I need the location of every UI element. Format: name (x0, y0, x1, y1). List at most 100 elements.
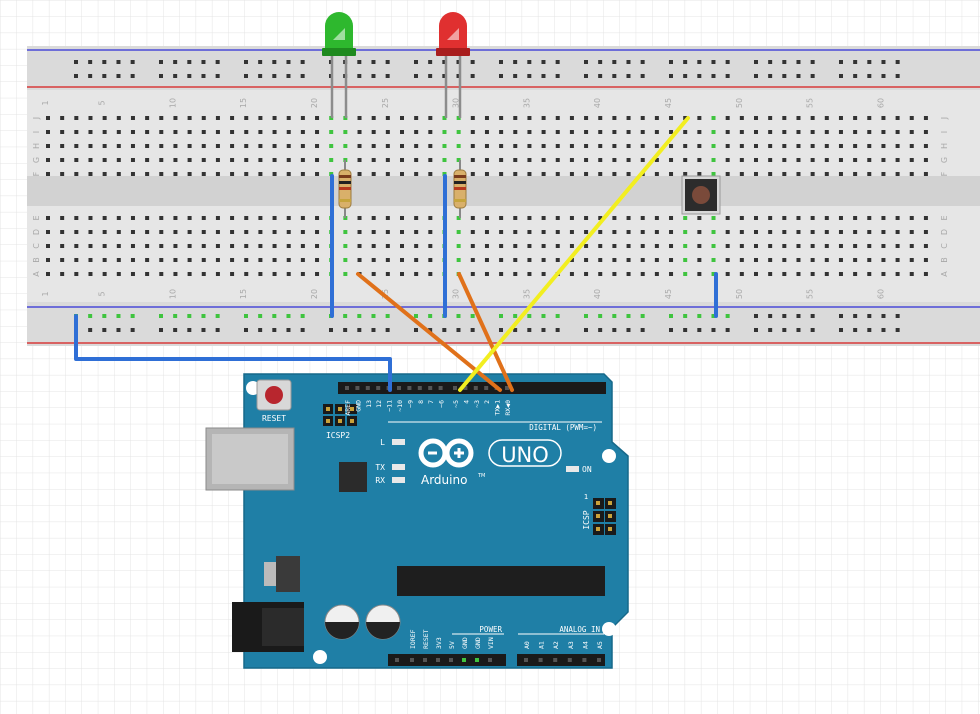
hole (102, 172, 107, 176)
power-pin[interactable] (475, 658, 479, 662)
hole (272, 172, 277, 176)
rail-hole (272, 74, 277, 78)
wire-orange-red-led[interactable] (457, 272, 514, 392)
hole (555, 230, 560, 234)
model-label: UNO (501, 443, 549, 467)
power-pin[interactable] (462, 658, 466, 662)
hole (867, 244, 872, 248)
l-led (392, 439, 405, 445)
digital-pin[interactable] (463, 386, 468, 390)
analog-pin[interactable] (567, 658, 572, 662)
hole (683, 116, 688, 120)
digital-pin[interactable] (453, 386, 457, 390)
row-letter: B (32, 257, 41, 263)
hole (456, 144, 461, 148)
power-pin[interactable] (436, 658, 440, 662)
hole (541, 244, 546, 248)
digital-pin-label: 12 (375, 400, 383, 408)
hole (541, 216, 546, 220)
digital-pin[interactable] (417, 386, 422, 390)
brand-label: Arduino (421, 473, 467, 487)
hole (116, 130, 121, 134)
hole (159, 130, 164, 134)
hole (626, 144, 631, 148)
hole (244, 130, 249, 134)
rail-hole (796, 314, 801, 318)
hole (60, 230, 65, 234)
hole (725, 244, 730, 248)
pushbutton-cap[interactable] (692, 186, 710, 204)
digital-pin[interactable] (438, 386, 443, 390)
digital-pin[interactable] (484, 386, 489, 390)
hole (385, 272, 390, 276)
power-pin[interactable] (395, 658, 399, 662)
rail-hole (895, 328, 900, 332)
hole (215, 216, 220, 220)
digital-pin[interactable] (365, 386, 370, 390)
hole (400, 230, 404, 234)
rail-hole (414, 314, 418, 318)
hole (300, 172, 305, 176)
digital-pin[interactable] (428, 386, 433, 390)
hole (300, 144, 305, 148)
pushbutton[interactable] (681, 175, 721, 215)
analog-pin[interactable] (524, 658, 528, 662)
hole (88, 216, 93, 220)
hole (215, 172, 220, 176)
hole (768, 272, 773, 276)
digital-pin[interactable] (505, 386, 509, 390)
hole (385, 144, 390, 148)
hole (711, 144, 716, 148)
hole (697, 130, 702, 134)
rail-hole (357, 60, 362, 64)
digital-pin[interactable] (397, 386, 401, 390)
hole (116, 216, 121, 220)
hole (626, 258, 631, 262)
rail-hole (102, 314, 107, 318)
reset-button-cap[interactable] (265, 386, 283, 404)
rail-hole (371, 74, 376, 78)
rail-hole (470, 328, 475, 332)
rail-hole (371, 60, 376, 64)
analog-pin[interactable] (597, 658, 601, 662)
hole (881, 130, 886, 134)
power-pin[interactable] (410, 658, 414, 662)
rail-hole (881, 60, 886, 64)
column-number: 40 (593, 98, 602, 108)
row-letter: A (32, 271, 41, 277)
digital-pin[interactable] (407, 386, 412, 390)
rail-hole (371, 328, 376, 332)
rail-hole (385, 328, 390, 332)
wire-blue-gnd-to-rail[interactable] (74, 314, 392, 392)
hole (116, 116, 121, 120)
analog-pin[interactable] (538, 658, 543, 662)
rail-hole (782, 314, 787, 318)
hole (484, 130, 489, 134)
center-channel (27, 176, 980, 206)
hole (527, 116, 532, 120)
column-number: 60 (876, 98, 885, 108)
digital-pin[interactable] (473, 386, 478, 390)
hole (669, 244, 674, 248)
power-pin[interactable] (449, 658, 453, 662)
digital-pin-label: 2 (483, 400, 491, 404)
rail-hole (116, 74, 121, 78)
rail-hole (839, 74, 843, 78)
power-pin[interactable] (488, 658, 492, 662)
hole (258, 130, 263, 134)
hole (640, 144, 645, 148)
power-pin-label: RESET (422, 629, 430, 649)
power-pin[interactable] (423, 658, 427, 662)
hole (853, 258, 858, 262)
hole (923, 116, 928, 120)
analog-pin[interactable] (582, 658, 587, 662)
wire-yellow-button-signal[interactable] (458, 116, 690, 392)
hole (527, 272, 532, 276)
digital-pin[interactable] (345, 386, 349, 390)
hole (442, 158, 447, 162)
hole (159, 116, 164, 120)
digital-pin[interactable] (355, 386, 360, 390)
analog-pin[interactable] (553, 658, 558, 662)
digital-pin[interactable] (376, 386, 381, 390)
hole (923, 144, 928, 148)
